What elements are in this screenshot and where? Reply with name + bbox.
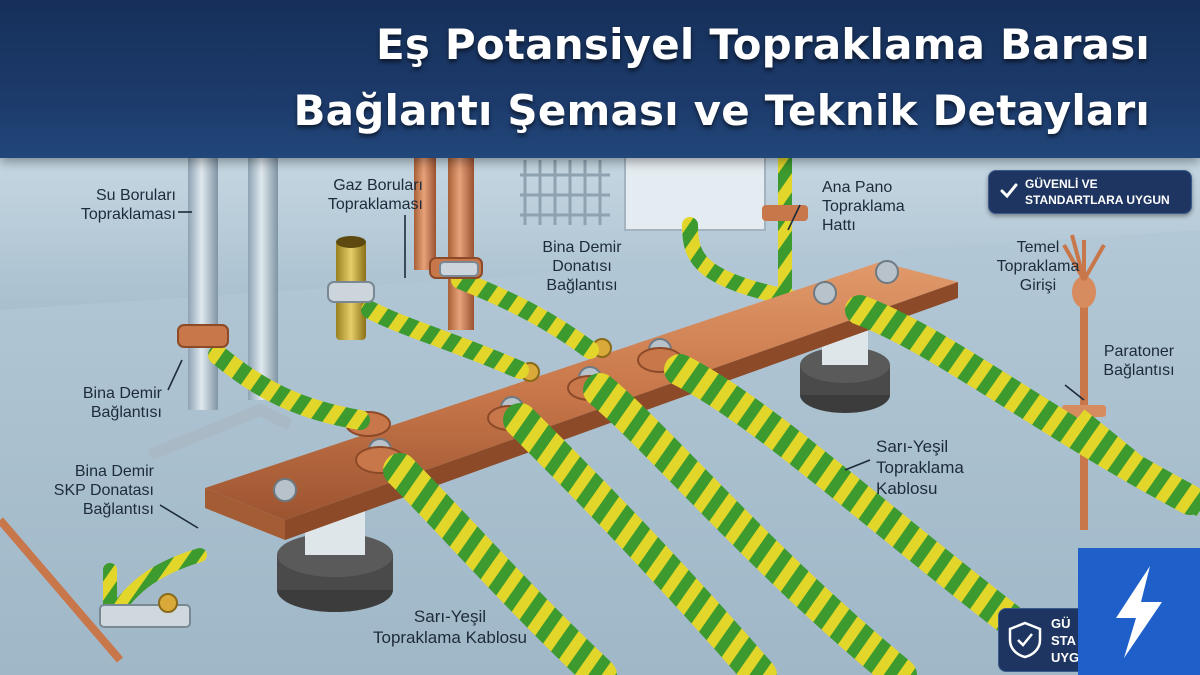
- label-temel-topraklama: Temel Topraklama Girişi: [996, 239, 1080, 294]
- water-pipe-2: [248, 150, 278, 400]
- check-icon: [1000, 183, 1018, 199]
- label-ana-pano: Ana Pano Topraklama Hattı: [822, 179, 905, 234]
- label-sari-yesil-bottom: Sarı-Yeşil Topraklama Kablosu: [372, 607, 528, 647]
- brand-logo: [1078, 548, 1200, 675]
- insulator-left: [277, 510, 393, 612]
- title-line-1: Eş Potansiyel Topraklama Barası: [376, 20, 1150, 69]
- title-line-2: Bağlantı Şeması ve Teknik Detayları: [293, 86, 1150, 135]
- badge-line-2: STANDARTLARA UYGUN: [1025, 193, 1170, 207]
- label-sari-yesil-right: Sarı-Yeşil Topraklama Kablosu: [876, 437, 964, 498]
- main-panel: [624, 149, 766, 231]
- label-bina-demir-skp: Bina Demir SKP Donatası Bağlantısı: [53, 463, 154, 518]
- wall-grille: [520, 160, 610, 225]
- pointer-lines: [159, 204, 1085, 529]
- label-bina-demir: Bina Demir Bağlantısı: [82, 385, 162, 421]
- header-banner: Eş Potansiyel Topraklama Barası Bağlantı…: [0, 0, 1200, 158]
- gas-pipe: [448, 150, 474, 330]
- lightning-bolt-icon: [1116, 566, 1162, 658]
- badge-line-1: GÜVENLİ VE: [1025, 177, 1098, 191]
- label-paratoner: Paratoner Bağlantısı: [1103, 343, 1175, 379]
- safety-badge: GÜVENLİ VE STANDARTLARA UYGUN: [988, 170, 1192, 214]
- label-su-borulari: Su Boruları Topraklaması: [80, 187, 176, 223]
- water-pipe: [188, 150, 218, 410]
- label-bina-demir-donatisi: Bina Demir Donatısı Bağlantısı: [542, 239, 622, 294]
- shield-check-icon: [1008, 621, 1042, 659]
- ground-cables: [103, 271, 1200, 675]
- label-gaz-borulari: Gaz Boruları Topraklaması: [327, 177, 423, 213]
